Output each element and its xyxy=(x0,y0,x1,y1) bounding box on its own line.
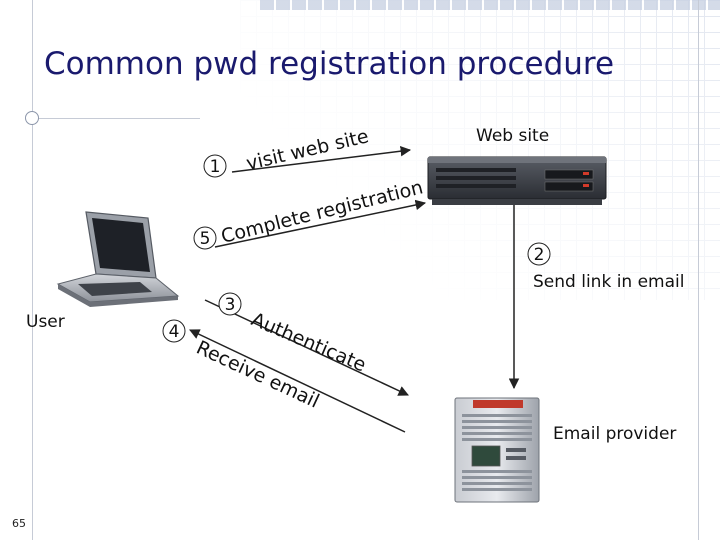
step-5-label: Complete registration xyxy=(219,176,425,247)
page-number: 65 xyxy=(12,517,26,530)
step-4-number: 4 xyxy=(169,322,180,342)
step-1-label: visit web site xyxy=(244,125,371,175)
arrow-step-5 xyxy=(214,199,427,248)
arrow-step-1 xyxy=(231,145,412,173)
page-title: Common pwd registration procedure xyxy=(44,46,615,82)
arrow-step-3 xyxy=(204,299,409,396)
step-1-number: 1 xyxy=(210,157,221,177)
step-4-badge: 4 xyxy=(162,319,186,343)
step-3-number: 3 xyxy=(225,295,236,315)
decor-line-horizontal xyxy=(30,118,200,119)
step-3-badge: 3 xyxy=(218,292,242,316)
arrow-step-4 xyxy=(189,329,406,433)
step-2-badge: 2 xyxy=(527,242,551,266)
step-2-label: Send link in email xyxy=(533,272,685,292)
decor-line-left xyxy=(32,0,33,540)
user-label: User xyxy=(26,312,65,332)
background-grid-bar xyxy=(260,0,720,10)
step-5-number: 5 xyxy=(200,229,211,249)
step-5-badge: 5 xyxy=(193,226,217,250)
laptop-icon xyxy=(56,211,180,307)
step-1-badge: 1 xyxy=(203,154,227,178)
decor-line-right xyxy=(698,0,699,540)
server-icon xyxy=(427,156,607,205)
tower-server-icon xyxy=(454,397,540,503)
web-site-label: Web site xyxy=(476,126,550,146)
background-grid xyxy=(240,0,720,300)
step-2-number: 2 xyxy=(534,245,545,265)
decor-ring xyxy=(25,111,39,125)
email-provider-label: Email provider xyxy=(553,424,677,444)
